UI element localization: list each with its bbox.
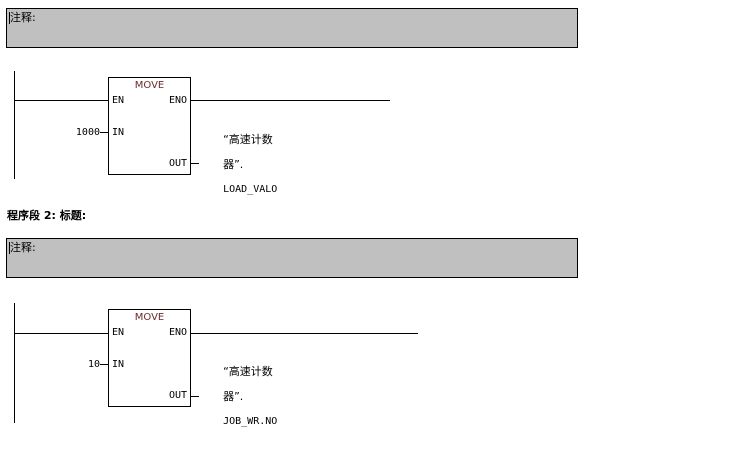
out-operand-line-3: JOB_WR.NO	[223, 416, 278, 427]
eno-output-wire[interactable]	[190, 333, 418, 334]
out-operand-connector	[190, 163, 199, 164]
out-operand-line-1: “高速计数	[223, 365, 273, 378]
network-2-comment-box[interactable]: 注释:	[6, 238, 578, 278]
move-block-title: MOVE	[134, 80, 165, 91]
in-operand-value[interactable]: 10	[87, 359, 100, 370]
en-input-wire[interactable]	[14, 333, 109, 334]
move-block[interactable]: MOVE EN ENO IN OUT	[108, 77, 191, 175]
out-operand-value[interactable]: “高速计数 器”. JOB_WR.NO	[199, 354, 277, 440]
text-caret-icon	[9, 242, 10, 254]
power-rail	[14, 303, 15, 423]
in-operand-value[interactable]: 1000	[75, 127, 100, 138]
pin-eno-label: ENO	[168, 95, 187, 106]
network-1-comment-label: 注释:	[10, 11, 36, 24]
out-operand-line-2: 器”.	[223, 390, 244, 403]
out-operand-value[interactable]: “高速计数 器”. LOAD_VALO	[199, 122, 277, 208]
move-block[interactable]: MOVE EN ENO IN OUT	[108, 309, 191, 407]
in-operand-connector	[100, 364, 109, 365]
network-2-comment-label: 注释:	[10, 241, 36, 254]
pin-en-label: EN	[112, 95, 125, 106]
out-operand-line-3: LOAD_VALO	[223, 184, 278, 195]
in-operand-connector	[100, 132, 109, 133]
power-rail	[14, 71, 15, 179]
pin-in-label: IN	[112, 359, 125, 370]
move-block-title: MOVE	[134, 312, 165, 323]
en-input-wire[interactable]	[14, 100, 109, 101]
eno-output-wire[interactable]	[190, 100, 390, 101]
pin-en-label: EN	[112, 327, 125, 338]
network-1-comment-box[interactable]: 注释:	[6, 8, 578, 48]
pin-in-label: IN	[112, 127, 125, 138]
pin-out-label: OUT	[168, 158, 187, 169]
network-2-title: 程序段 2: 标题:	[7, 209, 87, 222]
pin-out-label: OUT	[168, 390, 187, 401]
pin-eno-label: ENO	[168, 327, 187, 338]
text-caret-icon	[9, 12, 10, 24]
out-operand-line-2: 器”.	[223, 158, 244, 171]
out-operand-line-1: “高速计数	[223, 133, 273, 146]
out-operand-connector	[190, 396, 199, 397]
